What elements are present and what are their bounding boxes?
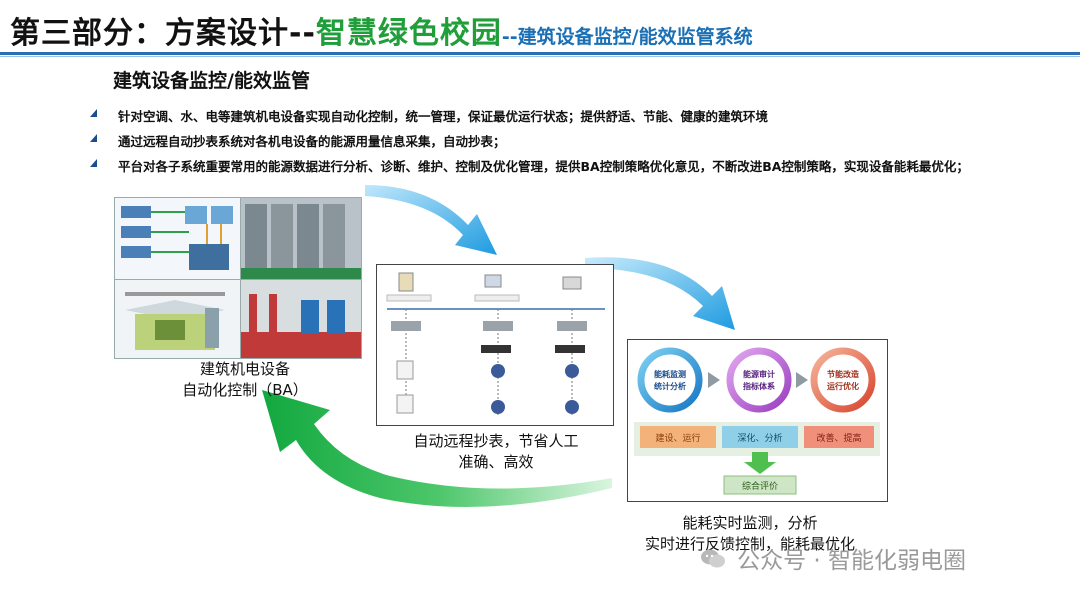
bullet-item-3: 平台对各子系统重要常用的能源数据进行分析、诊断、维护、控制及优化管理，提供BA控… [90,156,969,175]
section-heading: 建筑设备监控/能效监管 [113,70,310,92]
circle-1-line1: 能耗监测 [654,369,686,379]
hvac-diagram-image [114,197,242,281]
wechat-icon [700,547,726,569]
title-subtitle: --建筑设备监控/能效监管系统 [501,26,753,48]
switchgear-photo [240,197,362,281]
watermark-text: 公众号 · 智能化弱电圈 [737,548,967,574]
meter-reading-diagram [376,264,614,426]
ventilation-diagram-image [114,279,242,359]
title-main-text: 第三部分：方案设计-- [10,16,316,51]
stage1-caption-line2: 自动化控制（BA） [182,381,308,399]
energy-optimization-diagram: 能耗监测 统计分析 能源审计 指标体系 节能改造 运行优化 建设、运行 深化、分… [627,339,888,502]
circle-1-line2: 统计分析 [654,381,686,391]
circle-3-line2: 运行优化 [827,381,859,391]
box-3-text: 改善、提高 [816,432,861,444]
stage2-caption-line2: 准确、高效 [458,453,534,471]
stage3-caption-line2: 实时进行反馈控制，能耗最优化 [644,535,855,553]
bullet-triangle-icon [90,109,97,117]
circle-2-line2: 指标体系 [743,381,775,391]
circle-3-line1: 节能改造 [827,369,859,379]
bullet-item-1: 针对空调、水、电等建筑机电设备实现自动化控制，统一管理，保证最优运行状态；提供舒… [90,106,768,125]
final-box-text: 综合评价 [742,480,778,492]
box-2-text: 深化、分析 [737,432,782,444]
stage3-caption: 能耗实时监测，分析 实时进行反馈控制，能耗最优化 [630,512,870,554]
box-1-text: 建设、运行 [655,432,700,444]
bullet-triangle-icon [90,134,97,142]
page-title: 第三部分：方案设计--智慧绿色校园--建筑设备监控/能效监管系统 [10,8,753,52]
stage2-caption-line1: 自动远程抄表，节省人工 [413,432,579,450]
stage1-caption-line1: 建筑机电设备 [199,360,290,378]
circle-2-line1: 能源审计 [743,369,775,379]
title-divider-thin [0,56,1080,57]
pump-room-photo [240,279,362,359]
arrow-green-return [262,390,612,507]
arrow-blue-1 [365,185,497,255]
arrow-blue-2 [585,257,735,330]
bullet-item-2: 通过远程自动抄表系统对各机电设备的能源用量信息采集，自动抄表； [90,131,506,150]
stage1-caption: 建筑机电设备 自动化控制（BA） [155,358,335,400]
stage3-caption-line1: 能耗实时监测，分析 [682,514,818,532]
bullet-triangle-icon [90,159,97,167]
title-divider [0,52,1080,55]
stage2-caption: 自动远程抄表，节省人工 准确、高效 [386,430,606,472]
title-highlight-text: 智慧绿色校园 [315,16,502,51]
watermark: 公众号 · 智能化弱电圈 [700,541,966,575]
